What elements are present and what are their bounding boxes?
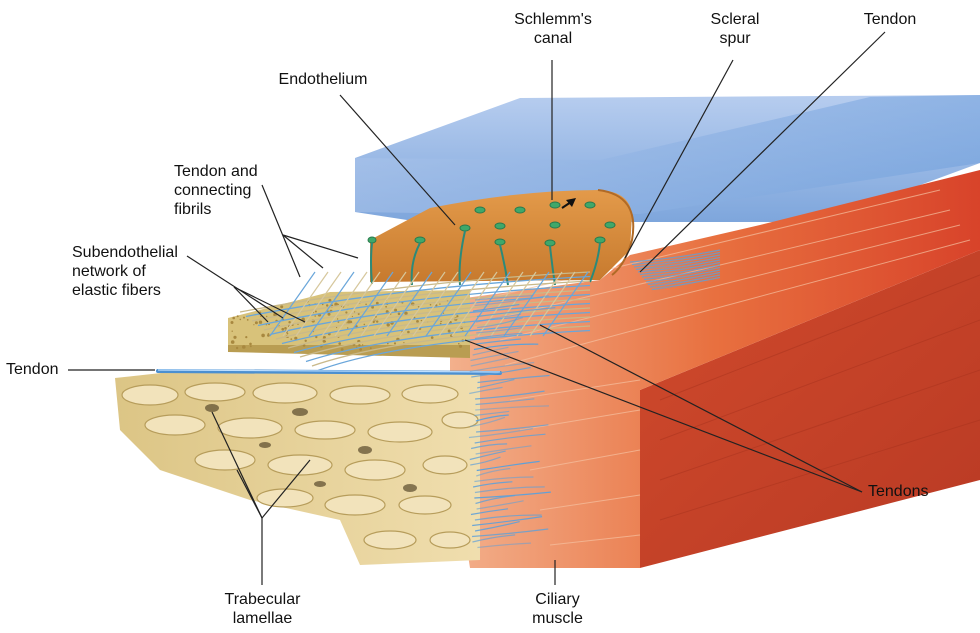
label-tendons-right: Tendons bbox=[868, 482, 948, 501]
label-tendon-left: Tendon bbox=[6, 360, 66, 379]
label-endothelium: Endothelium bbox=[268, 70, 378, 89]
label-scleral-spur: Scleral spur bbox=[700, 10, 770, 48]
label-ciliary-muscle: Ciliary muscle bbox=[520, 590, 595, 628]
trabecular-lamellae-mass bbox=[115, 372, 480, 565]
label-tendon-connecting-fibrils: Tendon and connecting fibrils bbox=[174, 162, 284, 219]
label-schlemms-canal: Schlemm's canal bbox=[508, 10, 598, 48]
label-trabecular-lamellae: Trabecular lamellae bbox=[205, 590, 320, 628]
label-tendon-top: Tendon bbox=[855, 10, 925, 29]
label-subendothelial-network: Subendothelial network of elastic fibers bbox=[72, 243, 212, 300]
